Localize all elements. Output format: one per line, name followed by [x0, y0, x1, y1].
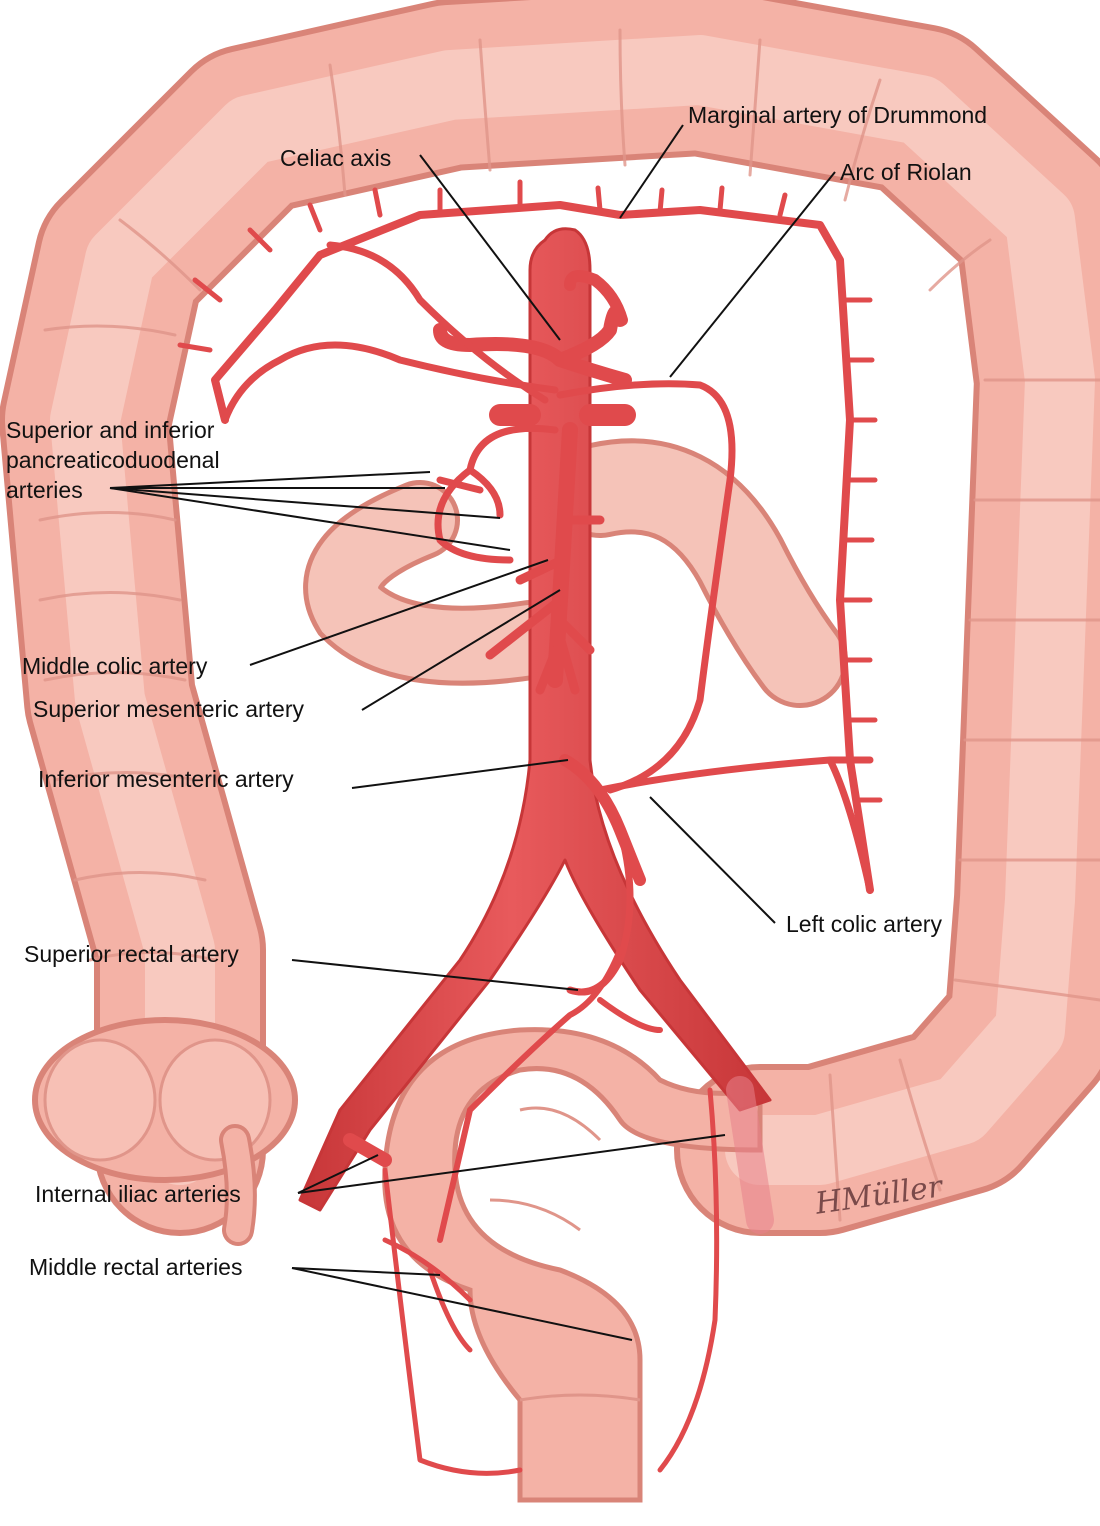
leader-pancreatico-3 — [109, 487, 501, 519]
leader-middle-colic — [249, 559, 549, 666]
leader-left-colic — [649, 796, 776, 924]
small-bowel — [303, 438, 848, 708]
aorta — [298, 227, 772, 1212]
leader-arc-of-riolan — [669, 171, 836, 378]
middle-rectal-arteries — [382, 1237, 473, 1353]
label-inferior-mesenteric: Inferior mesenteric artery — [38, 766, 294, 792]
label-superior-mesenteric: Superior mesenteric artery — [33, 696, 304, 722]
leader-lines — [109, 124, 836, 1341]
label-pancreaticoduodenal: Superior and inferior pancreaticoduodena… — [6, 417, 220, 503]
arc-of-riolan — [556, 380, 736, 794]
leader-superior-rectal — [291, 959, 579, 991]
leader-superior-mesenteric — [361, 589, 561, 711]
label-left-colic: Left colic artery — [786, 911, 942, 937]
leader-pancreatico-1 — [109, 471, 431, 489]
left-colic-artery — [596, 756, 874, 894]
label-middle-rectal: Middle rectal arteries — [29, 1254, 243, 1280]
arteries — [177, 179, 883, 1476]
leader-middle-rectal-2 — [291, 1267, 633, 1341]
label-marginal-artery: Marginal artery of Drummond — [688, 102, 988, 128]
superior-rectal-artery — [437, 947, 663, 1243]
label-internal-iliac: Internal iliac arteries — [35, 1181, 241, 1207]
leader-marginal-artery — [619, 124, 684, 219]
internal-iliac-artery-left — [343, 1133, 392, 1167]
colon — [0, 0, 1100, 1246]
label-middle-colic: Middle colic artery — [22, 653, 208, 679]
leader-celiac-axis — [419, 154, 561, 341]
leader-pancreatico-4 — [109, 487, 511, 551]
leader-middle-rectal-1 — [291, 1267, 441, 1276]
sigmoid-rectum — [382, 1027, 763, 1503]
leader-internal-iliac-1 — [297, 1154, 379, 1194]
label-arc-of-riolan: Arc of Riolan — [840, 159, 972, 185]
label-superior-rectal: Superior rectal artery — [24, 941, 239, 967]
leader-inferior-mesenteric — [351, 759, 569, 789]
pancreaticoduodenal-arteries — [434, 424, 559, 564]
leader-internal-iliac-2 — [297, 1134, 726, 1194]
label-celiac-axis: Celiac axis — [280, 145, 392, 171]
